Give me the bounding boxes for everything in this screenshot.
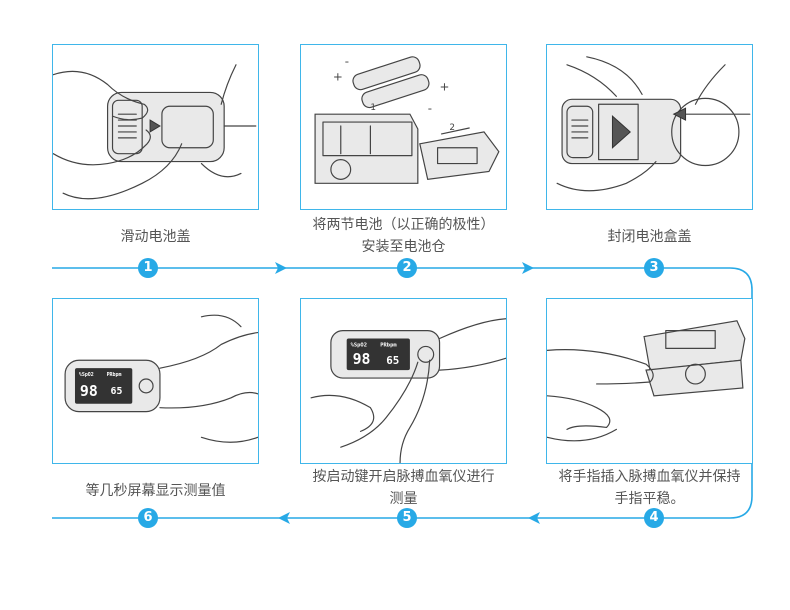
step-number-badge: 6 <box>138 508 158 528</box>
flow-arrow-left <box>278 512 290 524</box>
device-pr-value: 65 <box>386 354 399 367</box>
step-3-caption: 封闭电池盒盖 <box>607 229 692 245</box>
device-spo2-value: 98 <box>353 351 371 368</box>
device-pr-value: 65 <box>111 386 123 397</box>
step-number-badge: 5 <box>397 508 417 528</box>
device-spo2-value: 98 <box>80 383 98 400</box>
flow-arrow-left <box>528 512 540 524</box>
flow-arrow-right <box>275 262 287 274</box>
battery-minus-label: - <box>428 101 432 115</box>
step-1-caption: 滑动电池盖 <box>120 229 191 245</box>
step-3-illustration <box>546 44 753 210</box>
battery-plus-label: + <box>333 70 343 84</box>
install-step-number: 1 <box>370 103 376 113</box>
step-6-illustration: %SpO2 PRbpm 98 65 <box>52 298 259 464</box>
install-step-number: 2 <box>449 123 455 133</box>
flow-arrow-right <box>522 262 534 274</box>
step-2-caption: 将两节电池（以正确的极性） 安装至电池仓 <box>312 217 495 255</box>
step-number-badge: 4 <box>644 508 664 528</box>
step-2-illustration: + - + - 1 2 <box>300 44 507 210</box>
device-pr-label: PRbpm <box>380 342 397 348</box>
battery-plus-label: + <box>440 79 450 93</box>
step-6-caption: 等几秒屏幕显示测量值 <box>85 483 226 499</box>
step-4-illustration <box>546 298 753 464</box>
step-5-caption: 按启动键开启脉搏血氧仪进行 测量 <box>312 469 495 507</box>
device-pr-label: PRbpm <box>107 372 122 378</box>
battery-minus-label: - <box>345 54 349 68</box>
device-spo2-label: %SpO2 <box>351 342 367 348</box>
device-spo2-label: %SpO2 <box>79 372 94 378</box>
step-number-badge: 2 <box>397 258 417 278</box>
step-number-badge: 3 <box>644 258 664 278</box>
step-4-caption: 将手指插入脉搏血氧仪并保持 手指平稳。 <box>558 469 741 507</box>
step-number-badge: 1 <box>138 258 158 278</box>
step-1-illustration <box>52 44 259 210</box>
step-5-illustration: %SpO2 PRbpm 98 65 <box>300 298 507 464</box>
